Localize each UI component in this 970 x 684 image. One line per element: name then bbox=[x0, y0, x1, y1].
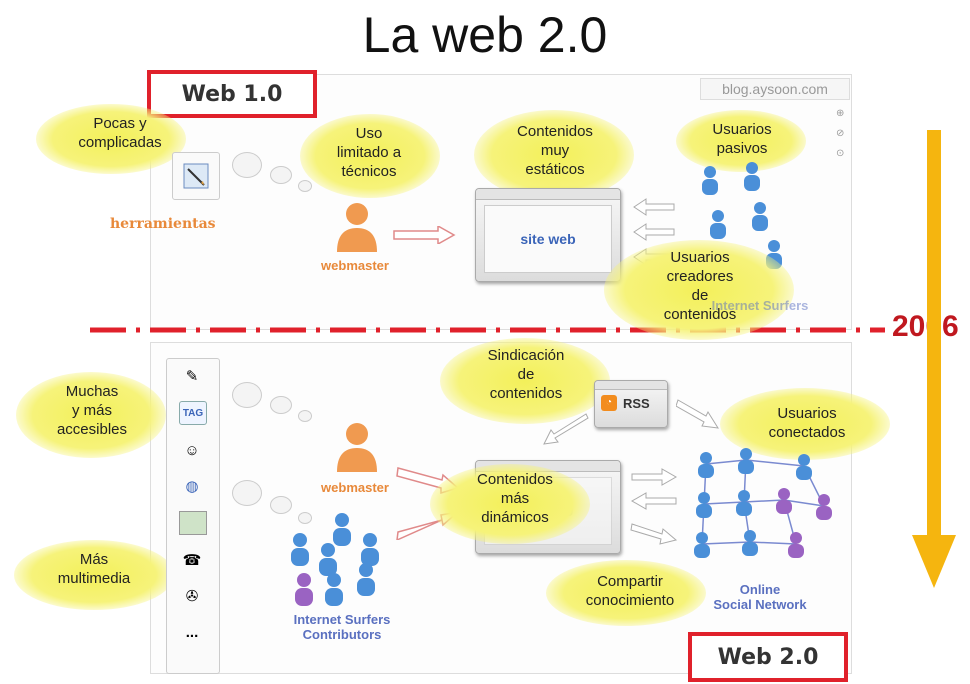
rss-window: ◔ RSS bbox=[594, 380, 668, 428]
note-uso: Uso limitado a técnicos bbox=[336, 125, 402, 180]
thought-bubble bbox=[270, 166, 292, 184]
arrow-icon bbox=[393, 226, 456, 244]
thought-bubble bbox=[298, 410, 312, 422]
web2-badge: Web 2.0 bbox=[688, 632, 848, 682]
globe-icon: ◍ bbox=[185, 478, 199, 495]
year-label: 2006 bbox=[892, 310, 959, 343]
film-icon: ✇ bbox=[185, 588, 199, 605]
note-multimedia: Más multimedia bbox=[57, 551, 131, 587]
timeline-arrow bbox=[912, 130, 956, 588]
note-pocas: Pocas y complicadas bbox=[78, 115, 162, 151]
more-icon: ... bbox=[185, 623, 199, 641]
note-blob bbox=[300, 114, 440, 198]
note-usuarios-pasivos: Usuarios pasivos bbox=[712, 121, 772, 157]
tag-icon: TAG bbox=[179, 401, 207, 425]
web2-toolbar: ✎ TAG ☺ ◍ ☎ ✇ ... bbox=[166, 358, 220, 674]
contributors-icon bbox=[291, 513, 379, 606]
contributors-label: Internet Surfers Contributors bbox=[293, 612, 391, 642]
arrow-icon bbox=[676, 399, 719, 429]
note-compartir: Compartir conocimiento bbox=[585, 573, 675, 609]
note-blob bbox=[604, 240, 794, 340]
panel-icons: ⊕⊘⊙ bbox=[836, 108, 845, 159]
webmaster-label: webmaster bbox=[321, 258, 389, 273]
thought-bubble bbox=[270, 496, 292, 514]
web1-badge: Web 1.0 bbox=[147, 70, 317, 118]
arrow-icon bbox=[543, 413, 589, 445]
note-muchas: Muchas y más accesibles bbox=[56, 383, 128, 438]
map-icon bbox=[179, 511, 207, 535]
webmaster-icon bbox=[337, 423, 377, 472]
thought-bubble bbox=[298, 512, 312, 524]
source-text: blog.aysoon.com bbox=[722, 81, 828, 97]
note-blob bbox=[16, 372, 166, 458]
source-label: blog.aysoon.com bbox=[700, 78, 850, 100]
surfers-label: Internet Surfers bbox=[711, 298, 809, 313]
note-creadores: Usuarios creadores de contenidos bbox=[663, 249, 737, 323]
pencil-icon: ✎ bbox=[185, 368, 199, 385]
web1-tool-box bbox=[172, 152, 220, 200]
note-usuarios-conectados: Usuarios conectados bbox=[768, 405, 846, 441]
arrow-icon bbox=[630, 468, 678, 545]
thought-bubble bbox=[270, 396, 292, 414]
note-blob bbox=[36, 104, 186, 174]
phone-icon: ☎ bbox=[182, 552, 202, 569]
webmaster-icon bbox=[337, 203, 377, 252]
social-network-icon bbox=[694, 448, 832, 558]
site-web-label: site web bbox=[484, 205, 612, 273]
thought-bubble bbox=[232, 152, 262, 178]
note-blob bbox=[676, 110, 806, 172]
note-blob bbox=[14, 540, 174, 610]
rss-label: RSS bbox=[623, 395, 650, 411]
people-icon: ☺ bbox=[184, 441, 200, 459]
network-label: Online Social Network bbox=[713, 582, 807, 612]
herramientas-label: herramientas bbox=[110, 216, 216, 232]
thought-bubble bbox=[232, 382, 262, 408]
thought-bubble bbox=[232, 480, 262, 506]
webmaster-label: webmaster bbox=[321, 480, 389, 495]
rss-icon: ◔ bbox=[601, 395, 617, 411]
note-dinamicos: Contenidos más dinámicos bbox=[477, 471, 553, 526]
note-contenidos: Contenidos muy estáticos bbox=[517, 123, 593, 178]
pencil-icon bbox=[183, 163, 209, 189]
thought-bubble bbox=[298, 180, 312, 192]
note-sindicacion: Sindicación de contenidos bbox=[487, 347, 565, 402]
note-blob bbox=[546, 560, 706, 626]
page-title: La web 2.0 bbox=[362, 7, 608, 63]
note-blob bbox=[440, 338, 610, 424]
note-blob bbox=[430, 464, 590, 544]
note-blob bbox=[720, 388, 890, 460]
site-web-window: site web bbox=[475, 188, 621, 282]
note-blob bbox=[474, 110, 634, 200]
